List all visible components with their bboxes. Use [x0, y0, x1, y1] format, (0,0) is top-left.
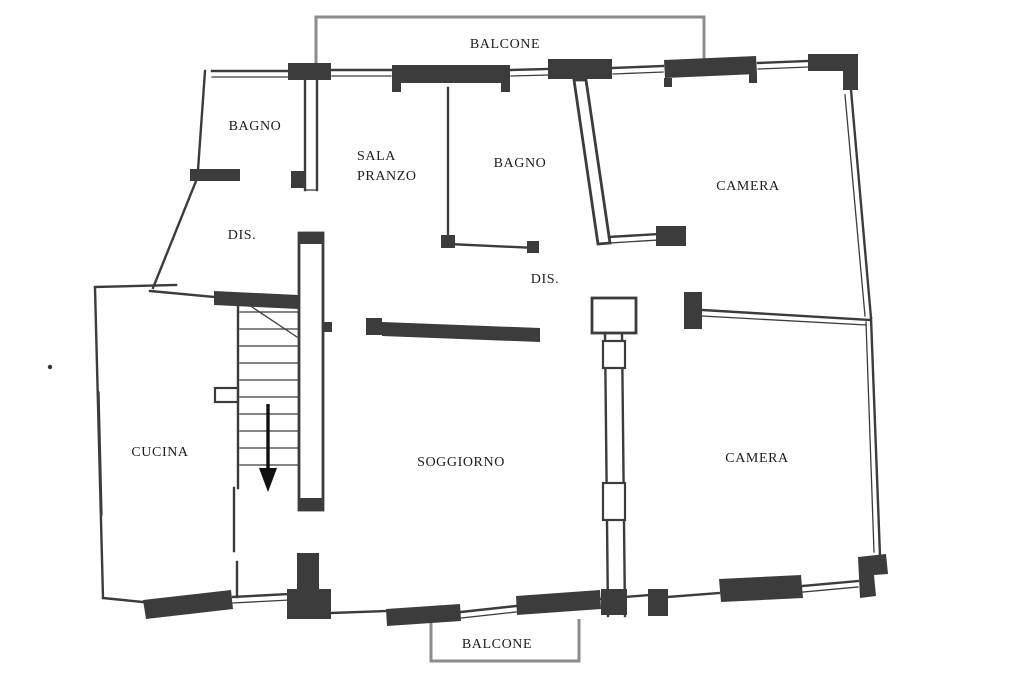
balcony-bottom-outline — [429, 619, 581, 663]
room-label-sala-pranzo: SALA PRANZO — [357, 149, 417, 184]
room-label-bagno-2: BAGNO — [493, 156, 547, 171]
room-label-dis-1: DIS. — [227, 228, 257, 243]
stairs-down-arrow-icon — [259, 404, 277, 492]
interior-walls — [148, 78, 872, 618]
room-label-soggiorno: SOGGIORNO — [417, 455, 505, 470]
room-label-cucina: CUCINA — [131, 445, 189, 460]
balcony-top-outline — [314, 15, 706, 64]
room-label-camera-2: CAMERA — [725, 451, 789, 466]
room-label-balcone-top: BALCONE — [469, 37, 541, 52]
outer-walls — [93, 54, 888, 626]
scan-speck — [47, 364, 53, 370]
room-label-dis-2: DIS. — [530, 272, 560, 287]
room-label-balcone-bottom: BALCONE — [461, 637, 533, 652]
room-label-camera-1: CAMERA — [716, 179, 780, 194]
staircase — [236, 295, 299, 490]
room-label-bagno-1: BAGNO — [228, 119, 282, 134]
